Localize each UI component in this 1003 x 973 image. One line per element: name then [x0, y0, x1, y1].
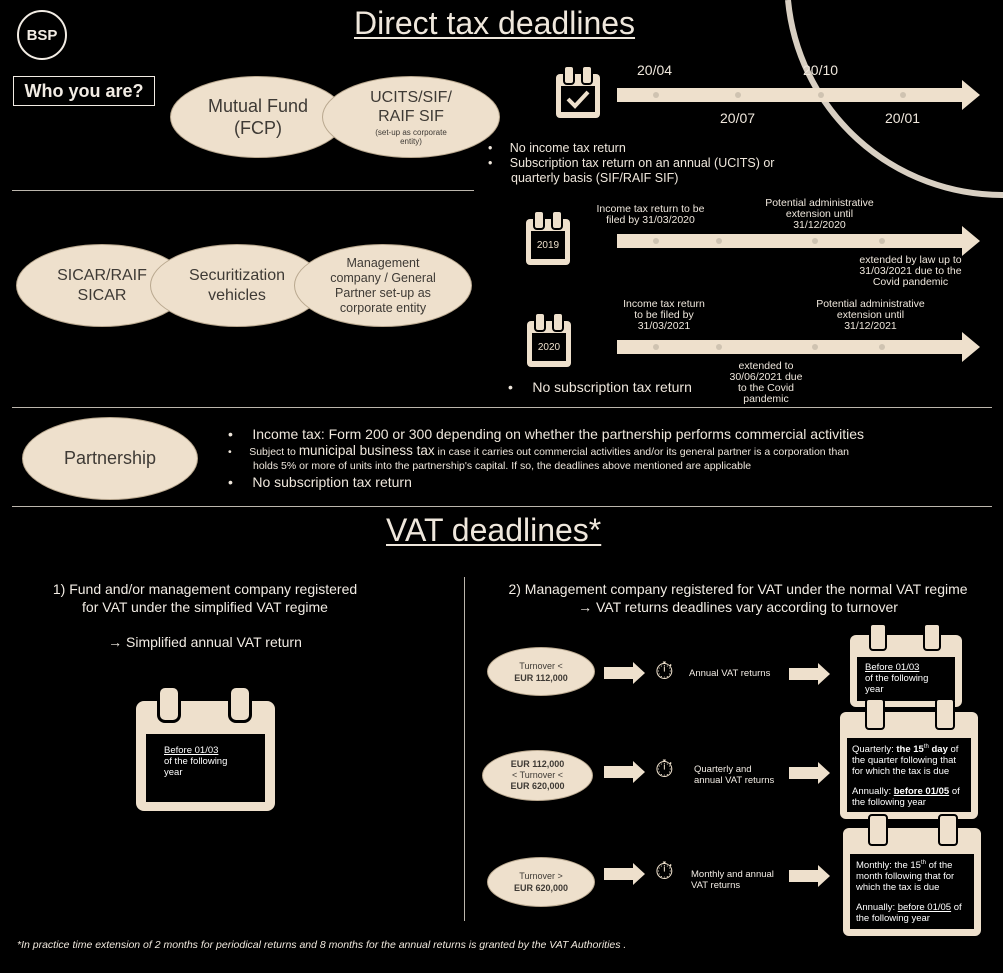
oval-partnership-label: Partnership [63, 448, 157, 468]
divider-2 [12, 407, 992, 408]
timeline-label-2007: 20/07 [720, 110, 756, 126]
row3-arrow-b-head [818, 865, 830, 887]
row3-arrow-b [789, 870, 818, 882]
stopwatch-icon: ⏱ [655, 756, 674, 783]
row1-arrow-b-head [818, 663, 830, 685]
turnover-oval-1: Turnover <EUR 112,000 [487, 647, 595, 696]
oval-mgmt-line1: Management [346, 255, 420, 270]
section2-bullet: • No subscription tax return [508, 379, 692, 395]
calendar-2019-year: 2019 [536, 239, 560, 251]
calendar-2019-icon: 2019 [526, 210, 570, 265]
who-you-are-box: Who you are? [13, 76, 155, 106]
row1-arrow-a-head [633, 662, 645, 684]
row1-returns: Annual VAT returns [689, 668, 771, 679]
oval-mgmt-line4: corporate entity [339, 300, 427, 315]
oval-mutual-fund: Mutual Fund (FCP) [170, 76, 346, 158]
timeline-arrow-2020 [617, 340, 962, 354]
calendar-row2-icon: Quarterly: the 15th day of the quarter f… [840, 698, 978, 819]
calendar-row1-icon: Before 01/03 of the following year [850, 623, 962, 707]
row1-arrow-a [604, 667, 633, 679]
oval-mgmt-line3: Partner set-up as [335, 285, 431, 300]
row3-arrow-a-head [633, 863, 645, 885]
calendar-check-icon [556, 65, 600, 118]
bullet-item: • No income tax return [488, 141, 626, 155]
oval-mgmt-line2: company / General [330, 270, 436, 285]
section3-bullets: • Income tax: Form 200 or 300 depending … [228, 426, 988, 492]
oval-management-company: Management company / General Partner set… [294, 244, 472, 327]
timeline-arrow-1-head [962, 80, 980, 110]
oval-ucits-note1: (set-up as corporate [375, 128, 447, 137]
row2-arrow-b [789, 767, 818, 779]
stopwatch-icon: ⏱ [655, 658, 674, 685]
who-you-are-label: Who you are? [24, 80, 144, 101]
row2-arrow-a [604, 766, 633, 778]
calendar-2020-year: 2020 [537, 341, 561, 353]
row1-arrow-b [789, 668, 818, 680]
section1-bullets: • No income tax return • Subscription ta… [488, 141, 808, 186]
timeline-arrow-2019-head [962, 226, 980, 256]
oval-mutual-fund-line1: Mutual Fund [207, 96, 309, 116]
timeline-arrow-2020-head [962, 332, 980, 362]
bullet-item: • Subscription tax return on an annual (… [488, 156, 775, 170]
oval-securitization-line1: Securitization [188, 266, 286, 284]
divider-3 [12, 506, 992, 507]
bullet-item-cont: holds 5% or more of units into the partn… [253, 460, 752, 472]
timeline-label-2010: 20/10 [803, 62, 839, 78]
row2-arrow-b-head [818, 762, 830, 784]
bullet-item: • Income tax: Form 200 or 300 depending … [228, 426, 864, 442]
turnover-oval-3: Turnover >EUR 620,000 [487, 857, 595, 907]
timeline-label-2004: 20/04 [637, 62, 673, 78]
calendar-simplified-icon: Before 01/03 of the following year [136, 685, 275, 811]
vat-title: VAT deadlines* [386, 512, 602, 548]
timeline-arrow-2019 [617, 234, 962, 248]
calendar-2020-icon: 2020 [527, 312, 571, 367]
oval-securitization-line2: vehicles [208, 286, 266, 304]
oval-ucits: UCITS/SIF/ RAIF SIF (set-up as corporate… [322, 76, 500, 158]
footnote: *In practice time extension of 2 months … [17, 939, 627, 951]
direct-tax-title: Direct tax deadlines [354, 5, 636, 41]
logo-text: BSP [26, 26, 58, 44]
row3-arrow-a [604, 868, 633, 880]
vat-divider [464, 577, 465, 921]
vat-right-heading: 2) Management company registered for VAT… [508, 581, 968, 615]
bsp-logo: BSP [17, 10, 67, 60]
oval-ucits-line1: UCITS/SIF/ [370, 89, 452, 106]
bullet-item: • Subject to municipal business tax in c… [228, 443, 849, 458]
cal-simplified-date: Before 01/03 [164, 745, 219, 756]
calendar-row3-icon: Monthly: the 15th of the month following… [843, 814, 981, 936]
vat-left-result: → Simplified annual VAT return [108, 634, 302, 650]
row2-arrow-a-head [633, 761, 645, 783]
timeline-arrow-1 [617, 88, 962, 102]
oval-sicar-line1: SICAR/RAIF [57, 266, 147, 284]
oval-partnership: Partnership [22, 417, 198, 500]
bullet-item: • No subscription tax return [228, 474, 412, 490]
cal-row1-date: Before 01/03 [865, 662, 920, 673]
vat-left-heading: 1) Fund and/or management company regist… [52, 581, 358, 615]
timeline-label-2001: 20/01 [885, 110, 921, 126]
decorative-arc [785, 0, 1003, 199]
oval-ucits-note2: entity) [400, 137, 422, 146]
turnover-oval-2: EUR 112,000< Turnover <EUR 620,000 [482, 750, 593, 801]
oval-sicar-line2: SICAR [77, 286, 127, 304]
oval-ucits-line2: RAIF SIF [378, 108, 444, 125]
bullet-item-cont: quarterly basis (SIF/RAIF SIF) [511, 171, 679, 185]
oval-mutual-fund-line2: (FCP) [234, 118, 282, 138]
divider-1 [12, 190, 474, 191]
stopwatch-icon: ⏱ [655, 858, 674, 885]
